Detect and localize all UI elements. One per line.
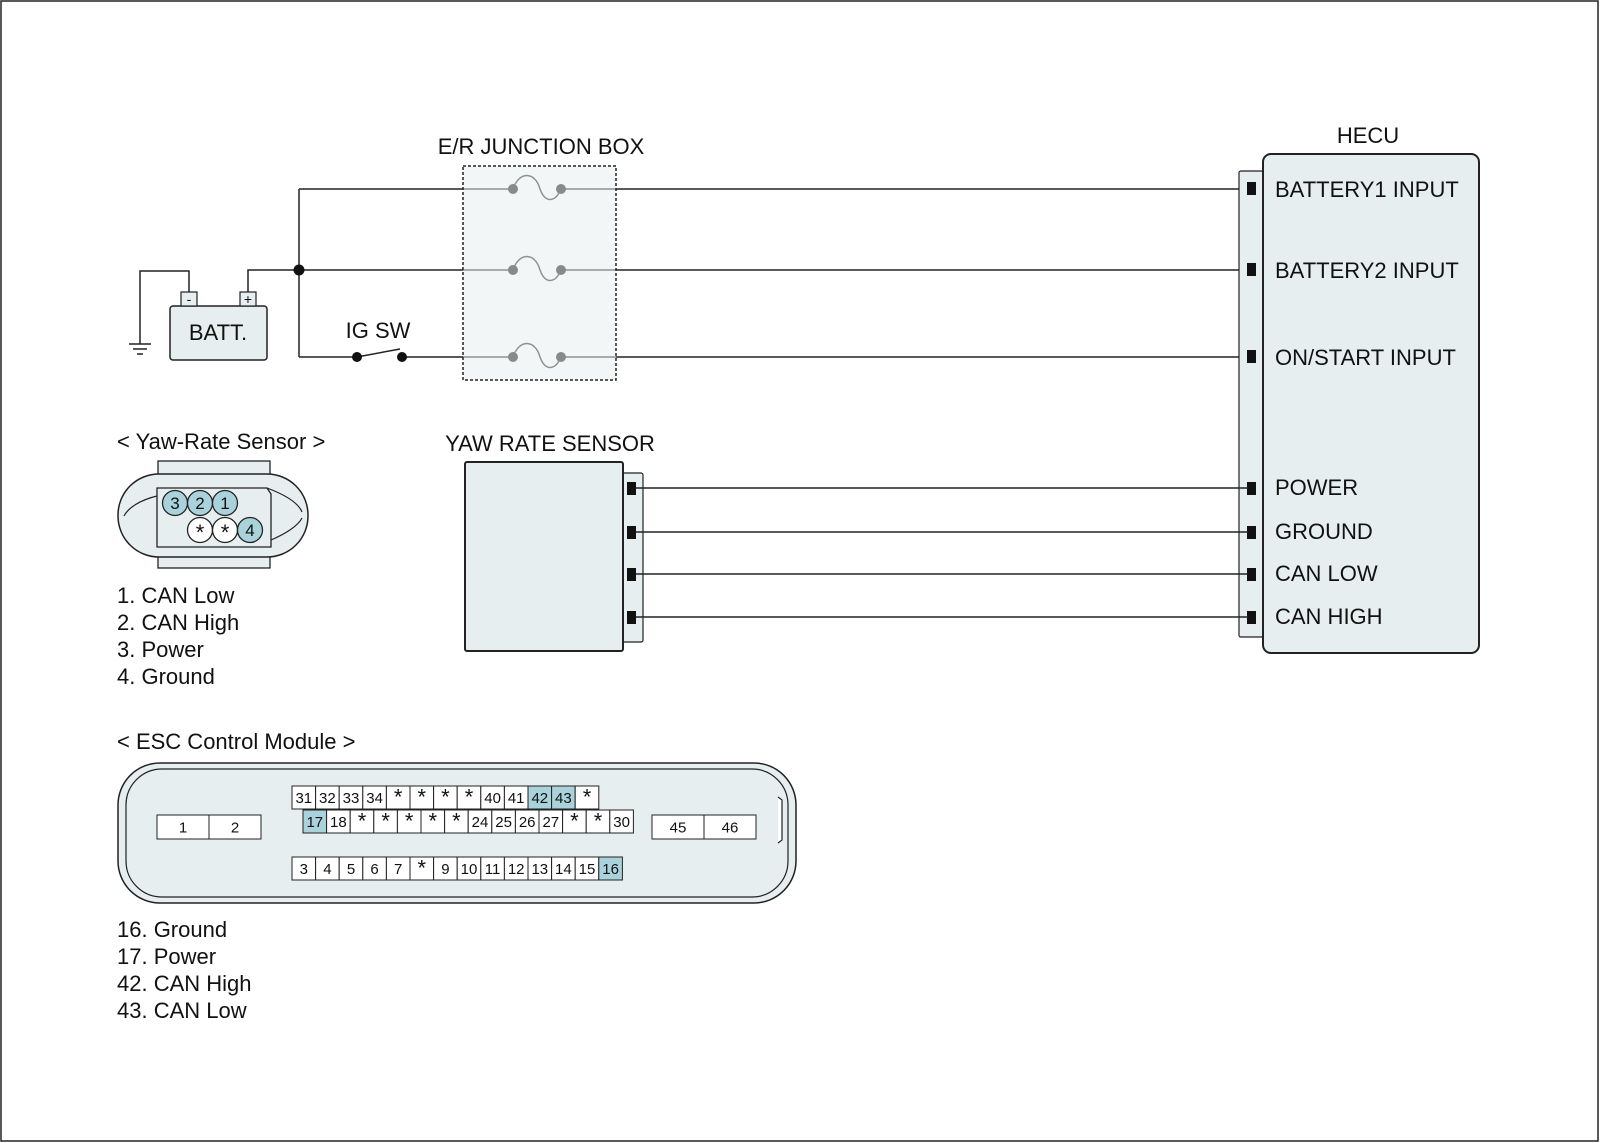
yaw-pin-label: * bbox=[221, 520, 230, 545]
esc-pin-label: 6 bbox=[370, 861, 378, 878]
esc-pin-label: 4 bbox=[323, 861, 331, 878]
esc-pin-label: 33 bbox=[343, 790, 360, 807]
yaw-legend-4: 4. Ground bbox=[117, 664, 215, 689]
esc-pin-label: 43 bbox=[555, 790, 572, 807]
esc-pin-left-1 bbox=[156, 814, 210, 840]
esc-pin-label: 45 bbox=[670, 820, 687, 837]
battery-pos-label: + bbox=[244, 291, 252, 307]
yaw-pin-label: 4 bbox=[245, 521, 254, 540]
hecu-input-can-low: CAN LOW bbox=[1275, 561, 1378, 586]
battery-neg-label: - bbox=[187, 291, 192, 307]
hecu-input-power: POWER bbox=[1275, 475, 1358, 500]
esc-pin-label: 3 bbox=[300, 861, 308, 878]
esc-pin-label: 27 bbox=[542, 814, 559, 831]
yaw-pin-label: 1 bbox=[220, 494, 229, 513]
esc-pin-label: 11 bbox=[485, 861, 501, 878]
yaw-pin-label: 2 bbox=[195, 494, 204, 513]
esc-legend-1: 16. Ground bbox=[117, 917, 227, 942]
esc-pin-label: 10 bbox=[461, 861, 478, 878]
junction-box: E/R JUNCTION BOX bbox=[438, 134, 645, 381]
esc-pin-label: 26 bbox=[519, 814, 536, 831]
yaw-legend-2: 2. CAN High bbox=[117, 610, 239, 635]
esc-pin-label: * bbox=[570, 809, 579, 834]
esc-pin-label: 34 bbox=[366, 790, 383, 807]
esc-pin-label: 14 bbox=[555, 861, 572, 878]
esc-pin-label: * bbox=[394, 785, 403, 810]
hecu: HECU BATTERY1 INPUT BATTERY2 INPUT ON/ST… bbox=[1238, 123, 1480, 654]
battery: - + BATT. bbox=[169, 291, 268, 361]
esc-pin-row1-13 bbox=[574, 785, 600, 810]
esc-pin-label: * bbox=[418, 785, 427, 810]
esc-pin-left-2 bbox=[208, 814, 262, 840]
yaw-legend: 1. CAN Low 2. CAN High 3. Power 4. Groun… bbox=[117, 583, 239, 689]
yaw-legend-1: 1. CAN Low bbox=[117, 583, 234, 608]
esc-pin-label: 30 bbox=[613, 814, 630, 831]
yaw-sensor-box-title: YAW RATE SENSOR bbox=[445, 431, 655, 456]
yaw-pin-label: 3 bbox=[170, 494, 179, 513]
esc-pin-label: 15 bbox=[579, 861, 596, 878]
yaw-rate-sensor-box: YAW RATE SENSOR bbox=[445, 431, 1248, 652]
esc-pin-label: 41 bbox=[508, 790, 525, 807]
hecu-title: HECU bbox=[1337, 123, 1399, 148]
esc-pin-label: 25 bbox=[495, 814, 512, 831]
esc-legend-3: 42. CAN High bbox=[117, 971, 252, 996]
esc-pin-label: 16 bbox=[602, 861, 619, 878]
esc-legend-4: 43. CAN Low bbox=[117, 998, 247, 1023]
ig-switch-label: IG SW bbox=[346, 318, 411, 343]
esc-pin-row2-14 bbox=[609, 809, 634, 834]
esc-legend-2: 17. Power bbox=[117, 944, 216, 969]
esc-pin-label: * bbox=[418, 856, 427, 881]
esc-pin-label: * bbox=[465, 785, 474, 810]
esc-pin-label: 42 bbox=[531, 790, 548, 807]
hecu-input-can-high: CAN HIGH bbox=[1275, 604, 1383, 629]
esc-pin-label: * bbox=[429, 809, 438, 834]
esc-pin-label: 1 bbox=[179, 820, 187, 837]
esc-pin-label: 24 bbox=[472, 814, 489, 831]
hecu-connector-strip bbox=[1238, 170, 1264, 638]
esc-pin-label: * bbox=[441, 785, 450, 810]
esc-pin-label: * bbox=[452, 809, 461, 834]
esc-pin-label: * bbox=[594, 809, 603, 834]
esc-pin-label: 5 bbox=[347, 861, 355, 878]
hecu-input-battery2: BATTERY2 INPUT bbox=[1275, 258, 1459, 283]
esc-pin-label: 17 bbox=[306, 814, 323, 831]
hecu-input-on-start: ON/START INPUT bbox=[1275, 345, 1456, 370]
yaw-legend-3: 3. Power bbox=[117, 637, 204, 662]
yaw-pin-label: * bbox=[196, 520, 205, 545]
hecu-input-battery1: BATTERY1 INPUT bbox=[1275, 177, 1459, 202]
esc-pin-label: 12 bbox=[508, 861, 525, 878]
yaw-connector-title: < Yaw-Rate Sensor > bbox=[117, 429, 325, 454]
yaw-pin-top-3 bbox=[211, 489, 239, 517]
esc-pin-label: 32 bbox=[319, 790, 336, 807]
hecu-body bbox=[1262, 153, 1480, 654]
esc-pin-label: * bbox=[583, 785, 592, 810]
junction-box-title: E/R JUNCTION BOX bbox=[438, 134, 645, 159]
esc-pin-label: 9 bbox=[441, 861, 449, 878]
esc-pin-label: 18 bbox=[330, 814, 347, 831]
esc-pin-label: * bbox=[381, 809, 390, 834]
hecu-input-ground: GROUND bbox=[1275, 519, 1373, 544]
esc-pin-label: 13 bbox=[531, 861, 548, 878]
esc-pin-label: 2 bbox=[231, 820, 239, 837]
battery-label: BATT. bbox=[189, 320, 247, 345]
esc-legend: 16. Ground 17. Power 42. CAN High 43. CA… bbox=[117, 917, 252, 1023]
esc-pin-label: 7 bbox=[394, 861, 402, 878]
esc-pin-label: * bbox=[358, 809, 367, 834]
esc-pin-row3-14 bbox=[598, 856, 623, 881]
esc-pin-label: 46 bbox=[722, 820, 739, 837]
esc-pin-label: * bbox=[405, 809, 414, 834]
esc-module-title: < ESC Control Module > bbox=[117, 729, 355, 754]
esc-pin-label: 40 bbox=[484, 790, 501, 807]
esc-pin-label: 31 bbox=[295, 790, 312, 807]
yaw-pin-bottom-3 bbox=[236, 516, 264, 544]
esc-pin-right-2 bbox=[703, 814, 757, 840]
